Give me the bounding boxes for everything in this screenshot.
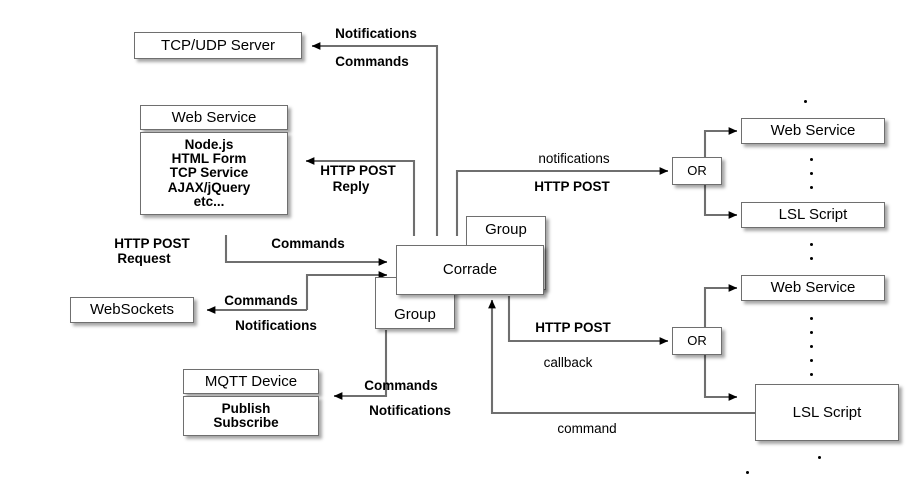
node-label: WebSockets [90,301,174,319]
node-label: LSL Script [792,403,862,421]
label-commands-websockets: Commands [224,293,298,308]
node-web-service-detail[interactable]: Node.js HTML Form TCP Service AJAX/jQuer… [140,132,288,215]
detail-line-html-form: HTML Form [171,151,247,167]
label-notifications-out: notifications [538,151,610,166]
ellipsis-dot [746,471,749,474]
label-http-post-request-line2: Request [117,251,171,266]
label-http-post-out: HTTP POST [534,179,610,194]
node-mqtt-device[interactable]: MQTT Device [183,369,319,394]
wire-corrade-to-webservice [305,157,416,236]
node-tcp-udp-server[interactable]: TCP/UDP Server [134,32,302,59]
ellipsis-dot [810,345,813,348]
wire-or-bottom-to-webservice [703,284,738,341]
node-lsl-script-top-right[interactable]: LSL Script [741,202,885,228]
ellipsis-dot [810,359,813,362]
detail-line-nodejs: Node.js [184,137,234,153]
wire-or-bottom-to-lsl [703,341,738,401]
detail-line-publish: Publish [221,400,271,416]
wire-corrade-to-or-top [455,167,669,236]
node-web-service-mid-right[interactable]: Web Service [741,275,885,301]
label-http-post-reply-line2: Reply [332,179,370,194]
ellipsis-dot [810,331,813,334]
node-or-top[interactable]: OR [672,157,722,185]
detail-line-subscribe: Subscribe [213,415,279,430]
detail-line-ajax-jquery: AJAX/jQuery [167,179,251,195]
wire-websockets-to-corrade [305,271,388,310]
ellipsis-dot [810,243,813,246]
node-label: OR [687,163,707,179]
node-label: Corrade [442,261,498,279]
wire-corrade-to-tcpudp [311,42,439,236]
node-websockets[interactable]: WebSockets [70,297,194,323]
ellipsis-dot [810,172,813,175]
ellipsis-dot [810,317,813,320]
node-label: MQTT Device [204,372,298,390]
detail-line-tcp-service: TCP Service [169,165,249,181]
node-web-service-left[interactable]: Web Service [140,105,288,130]
label-command-bottom: command [557,421,617,436]
label-http-post-callback-line1: HTTP POST [535,320,611,335]
node-label: LSL Script [778,206,848,224]
node-label: Web Service [171,108,257,126]
wire-corrade-to-or-bottom [507,296,669,345]
node-label: OR [687,333,707,349]
ellipsis-dot [810,186,813,189]
node-label: TCP/UDP Server [161,36,275,54]
label-http-post-reply-line1: HTTP POST [320,163,396,178]
ellipsis-dot [804,100,807,103]
wire-request-to-corrade [224,235,388,266]
detail-line-etc: etc... [193,193,225,209]
label-http-post-request-line1: HTTP POST [114,236,190,251]
node-corrade[interactable]: Corrade [396,245,544,295]
label-commands-top: Commands [335,54,409,69]
node-label: Web Service [770,279,856,297]
node-label: Web Service [770,122,856,140]
label-notifications-top: Notifications [335,26,417,41]
wire-lsl-to-corrade-command [488,299,755,415]
label-notifications-mqtt: Notifications [369,403,451,418]
node-lsl-script-bottom-right[interactable]: LSL Script [755,384,899,441]
label-commands-in: Commands [271,236,345,251]
node-mqtt-detail[interactable]: Publish Subscribe [183,396,319,436]
wire-or-top-to-lsl [703,171,738,219]
wire-corrade-to-mqtt [333,330,388,400]
ellipsis-dot [810,158,813,161]
node-or-bottom[interactable]: OR [672,327,722,355]
ellipsis-dot [810,257,813,260]
label-commands-mqtt: Commands [364,378,438,393]
node-label: Group [394,306,436,324]
node-label: Group [485,221,527,238]
ellipsis-dot [818,456,821,459]
ellipsis-dot [810,373,813,376]
label-notifications-websockets: Notifications [235,318,317,333]
node-web-service-top-right[interactable]: Web Service [741,118,885,144]
label-http-post-callback-line2: callback [543,355,593,370]
